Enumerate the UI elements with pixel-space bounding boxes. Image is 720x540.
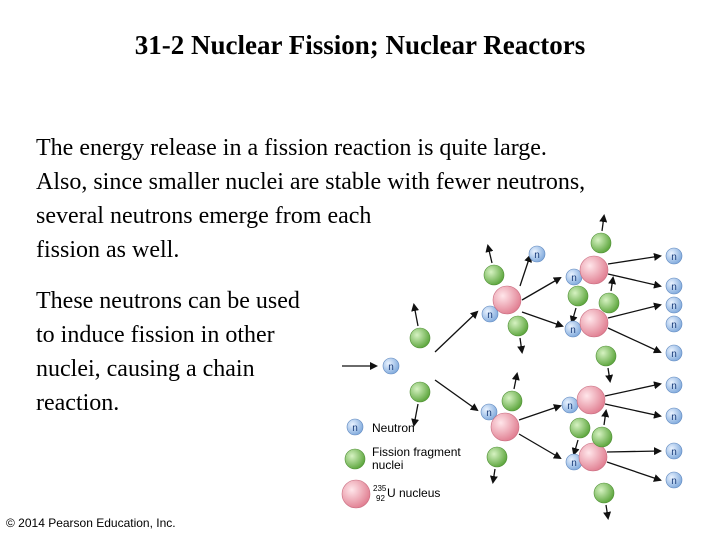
fission-fragment	[591, 426, 613, 448]
neutron-arrow	[607, 273, 662, 289]
neutron-arrow	[607, 302, 662, 319]
neutron	[665, 407, 683, 425]
fragment-arrow	[608, 276, 617, 292]
neutron-letter: n	[671, 349, 677, 360]
neutron-letter: n	[567, 401, 573, 412]
neutron-arrow	[521, 276, 562, 301]
neutron-arrow	[518, 433, 562, 460]
fission-fragment	[569, 417, 591, 439]
neutron-letter: n	[486, 408, 492, 419]
legend-neutron-symbol	[346, 418, 364, 436]
neutron	[665, 344, 683, 362]
fission-fragment	[593, 482, 615, 504]
neutron	[665, 442, 683, 460]
neutron-letter: n	[671, 447, 677, 458]
legend-atomic-number: 92	[376, 494, 385, 503]
neutron	[665, 277, 683, 295]
fission-fragment	[590, 232, 612, 254]
neutron	[528, 245, 546, 263]
slide-title: 31-2 Nuclear Fission; Nuclear Reactors	[134, 30, 586, 60]
neutron-arrow	[607, 327, 662, 354]
fragment-arrow	[517, 337, 526, 354]
legend: n Neutron Fission fragment nuclei 235 92…	[341, 418, 461, 509]
neutron	[665, 296, 683, 314]
neutron-letter: n	[534, 250, 540, 261]
neutron	[665, 376, 683, 394]
uranium-nucleus	[576, 385, 606, 415]
neutron	[665, 315, 683, 333]
fission-fragment	[501, 390, 523, 412]
neutron	[382, 357, 400, 375]
fragment-arrow	[601, 409, 610, 426]
neutron-letter: n	[571, 273, 577, 284]
legend-neutron-letter: n	[352, 423, 358, 434]
fragment-arrow	[485, 244, 494, 264]
neutron-arrow	[519, 254, 532, 287]
uranium-nucleus	[492, 285, 522, 315]
neutron	[481, 305, 499, 323]
neutron-letter: n	[570, 325, 576, 336]
fission-fragment	[598, 292, 620, 314]
legend-mass-number: 235	[373, 484, 387, 493]
neutron-letter: n	[671, 476, 677, 487]
neutron	[665, 471, 683, 489]
fission-fragment	[483, 264, 505, 286]
fragment-arrow	[605, 367, 614, 383]
fission-fragment	[409, 327, 431, 349]
fragment-arrow	[489, 468, 498, 484]
legend-fragment-label-line1: Fission fragment	[372, 445, 461, 459]
neutron-letter: n	[671, 320, 677, 331]
uranium-nucleus	[579, 255, 609, 285]
fission-fragment	[486, 446, 508, 468]
fission-fragment	[567, 285, 589, 307]
legend-uranium-symbol	[341, 479, 371, 509]
neutron-letter: n	[671, 301, 677, 312]
neutron-arrow	[607, 252, 662, 265]
fragment-arrow	[603, 504, 612, 520]
fission-fragment	[595, 345, 617, 367]
neutron-letter: n	[671, 252, 677, 263]
neutron-arrow	[521, 311, 564, 328]
neutron-letter: n	[671, 412, 677, 423]
uranium-nucleus	[578, 442, 608, 472]
neutron-arrow	[518, 404, 562, 421]
neutron-letter: n	[571, 458, 577, 469]
fragment-arrow	[511, 372, 520, 390]
uranium-nucleus	[579, 308, 609, 338]
legend-uranium-label: U nucleus	[387, 486, 440, 500]
neutron-letter: n	[388, 362, 394, 373]
neutron-arrow	[434, 379, 479, 412]
fragment-arrow	[411, 403, 420, 427]
fragment-arrow	[569, 307, 578, 324]
neutron-arrow	[606, 461, 662, 482]
paragraph-energy-release: The energy release in a fission reaction…	[36, 135, 586, 263]
neutron-arrow	[606, 447, 662, 456]
arrow-group	[342, 214, 662, 520]
neutron	[480, 403, 498, 421]
fission-fragment	[409, 381, 431, 403]
neutron-letter: n	[671, 282, 677, 293]
fragment-arrow	[571, 439, 580, 456]
neutron-letter: n	[671, 381, 677, 392]
copyright-notice: © 2014 Pearson Education, Inc.	[6, 516, 176, 530]
legend-fragment-label-line2: nuclei	[372, 458, 403, 472]
neutron-arrow	[604, 381, 662, 397]
legend-neutron-label: Neutron	[372, 421, 415, 435]
fragment-arrow	[599, 214, 608, 232]
neutron-letter: n	[487, 310, 493, 321]
legend-fragment-symbol	[344, 448, 366, 470]
neutron-arrow	[604, 403, 662, 419]
fragment-arrow	[411, 303, 420, 327]
neutron-arrow	[434, 310, 479, 353]
uranium-nucleus	[490, 412, 520, 442]
neutron	[564, 320, 582, 338]
paragraph-chain-reaction: These neutrons can be used to induce fis…	[36, 288, 300, 416]
fission-fragment	[507, 315, 529, 337]
neutron	[665, 247, 683, 265]
